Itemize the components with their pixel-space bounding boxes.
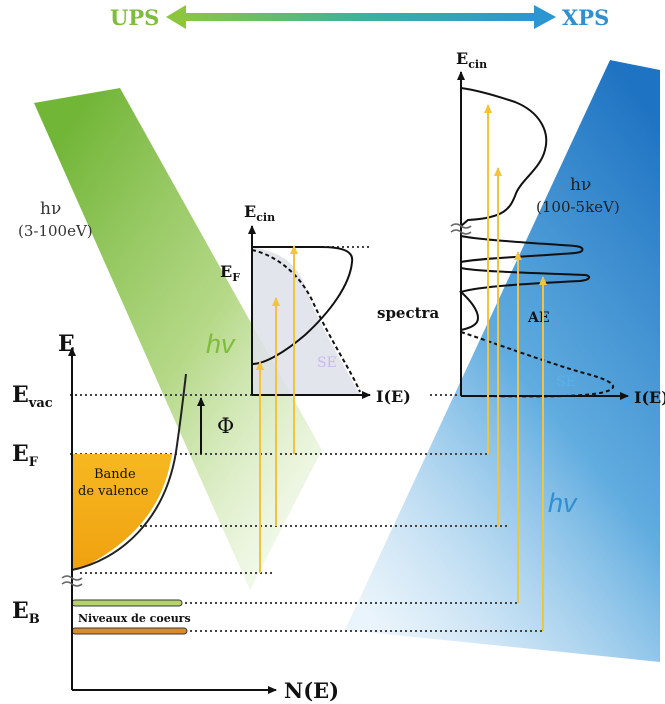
fermi-level-label: EF: [12, 441, 39, 470]
core-levels-label: Niveaux de coeurs: [78, 612, 191, 625]
ups-xps-range-arrow: [166, 5, 556, 29]
spectra-label: spectra: [377, 304, 439, 322]
ups-intensity-label: I(E): [376, 387, 411, 406]
ups-se-fill: [252, 247, 360, 395]
xps-photon-beam: [345, 60, 660, 662]
xps-intensity-label: I(E): [634, 388, 665, 407]
valence-band-label-line2: de valence: [78, 484, 149, 499]
core-level-lower: [72, 628, 187, 634]
xps-se-label: SE: [556, 374, 576, 390]
energy-axis-label: E: [58, 331, 75, 357]
ups-ecin-label: Ecin: [244, 202, 275, 224]
ups-label: UPS: [110, 5, 159, 30]
ups-ef-label: EF: [220, 262, 240, 284]
xps-energy-range: (100-5keV): [536, 198, 620, 216]
valence-band-label-line1: Bande: [94, 467, 136, 482]
vacuum-level-label: Evac: [12, 382, 53, 411]
xps-hv-italic: hv: [548, 488, 578, 518]
work-function-symbol: Φ: [217, 414, 234, 438]
ups-hv-italic: hv: [206, 329, 236, 359]
ups-energy-range: (3-100eV): [18, 222, 93, 240]
xps-label: XPS: [562, 5, 609, 30]
xps-ecin-label: Ecin: [456, 49, 487, 71]
ups-se-label: SE: [317, 355, 337, 371]
binding-energy-label: EB: [12, 598, 40, 627]
dos-axis-label: N(E): [284, 678, 339, 703]
core-level-upper: [72, 600, 182, 606]
xps-ae-label: AE: [527, 310, 550, 326]
xps-hv-symbol: hν: [570, 175, 591, 195]
ups-hv-symbol: hν: [40, 199, 61, 219]
